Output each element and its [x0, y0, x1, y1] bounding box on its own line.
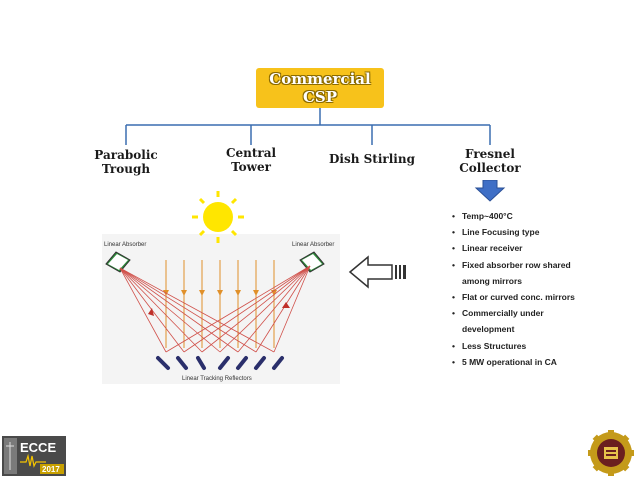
- list-item: •Line Focusing type: [452, 227, 540, 238]
- left-arrow-icon: [348, 255, 406, 289]
- root-title-line1: Commercial: [269, 70, 371, 88]
- list-item: •Linear receiver: [452, 243, 523, 254]
- logo-name: ECCE: [20, 440, 56, 455]
- down-arrow-icon: [474, 180, 506, 202]
- branch-fresnel-collector: Fresnel Collector: [459, 147, 521, 175]
- label-right-absorber: Linear Absorber: [292, 242, 334, 248]
- left-absorber-icon: [105, 251, 131, 273]
- list-item: development: [462, 324, 515, 335]
- branch-central-tower: Central Tower: [225, 146, 277, 174]
- university-emblem-icon: [588, 430, 634, 476]
- list-item: •Temp~400°C: [452, 211, 513, 221]
- branch-dish-stirling: Dish Stirling: [329, 152, 415, 166]
- diagram-background: [102, 234, 340, 384]
- branch-parabolic-trough: Parabolic Trough: [94, 148, 158, 176]
- sun-icon: [192, 191, 244, 243]
- logo-year: 2017: [42, 465, 60, 474]
- linear-tracking-reflectors: [156, 356, 284, 370]
- label-left-absorber: Linear Absorber: [104, 242, 146, 248]
- fresnel-features-list: •Temp~400°C •Line Focusing type •Linear …: [452, 208, 627, 370]
- list-item: •Less Structures: [452, 340, 527, 351]
- list-item: •Commercially under: [452, 308, 544, 319]
- label-reflectors: Linear Tracking Reflectors: [182, 376, 252, 382]
- list-item: among mirrors: [462, 275, 522, 286]
- reflected-arrowheads: [148, 302, 290, 316]
- root-node-commercial-csp: Commercial CSP: [256, 68, 384, 108]
- root-title-line2: CSP: [302, 88, 338, 106]
- reflected-rays: [119, 265, 311, 353]
- list-item: •Fixed absorber row shared: [452, 259, 571, 270]
- list-item: •Flat or curved conc. mirrors: [452, 292, 575, 303]
- fresnel-diagram: Linear Absorber Linear Absorber Linear T…: [102, 191, 340, 384]
- list-item: •5 MW operational in CA: [452, 356, 557, 367]
- ecce-logo: ECCE 2017: [2, 436, 66, 476]
